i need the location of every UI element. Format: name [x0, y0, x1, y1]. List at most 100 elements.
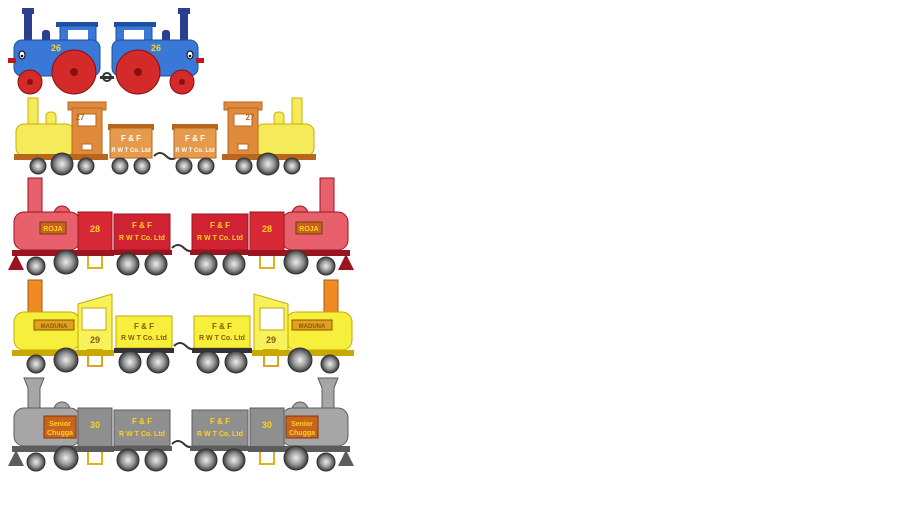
engine-number: 26 — [151, 43, 161, 53]
car-line2: R W T Co. Ltd — [197, 431, 243, 438]
engine-27-left: 27 — [14, 97, 108, 176]
boiler — [13, 311, 81, 351]
boiler — [285, 311, 353, 351]
boiler — [15, 123, 75, 157]
freight-car-29-right: F & F R W T Co. Ltd — [192, 315, 252, 374]
car-line1: F & F — [134, 322, 154, 331]
smokestack — [180, 14, 188, 40]
wheel — [175, 157, 193, 175]
car-line2: R W T Co. Ltd — [197, 235, 243, 242]
car-body — [191, 409, 249, 447]
car-body — [193, 315, 251, 349]
nameplate-text: MADUNA — [299, 324, 326, 330]
wheel — [283, 157, 301, 175]
car-line1: F & F — [132, 417, 152, 426]
freight-car-29-left: F & F R W T Co. Ltd — [114, 315, 174, 374]
nameplate-text: MADUNA — [41, 324, 68, 330]
smokestack — [27, 279, 43, 315]
face-pupil — [188, 54, 192, 58]
wheel-hub — [70, 68, 78, 76]
car-body — [109, 127, 153, 159]
blue-engine-right — [111, 8, 204, 95]
wheel — [53, 249, 79, 275]
nameplate-text: ROJA — [299, 226, 318, 233]
engine-number: 30 — [262, 420, 272, 430]
wheel — [118, 350, 142, 374]
nameplate — [285, 415, 319, 439]
buffer-beam — [196, 58, 204, 63]
wheel — [194, 448, 218, 472]
wheel — [287, 347, 313, 373]
cab-plate — [237, 143, 249, 151]
engine-28-left: ROJA 28 — [8, 177, 114, 276]
wheel — [197, 157, 215, 175]
car-line2: R W T Co. Ltd — [121, 335, 167, 342]
nameplate — [43, 415, 77, 439]
car-line2: R W T Co. Ltd — [119, 431, 165, 438]
car-line1: F & F — [121, 134, 141, 143]
smokestack — [24, 14, 32, 40]
frame — [112, 446, 172, 451]
car-line2: R W T Co. Ltd — [111, 148, 151, 154]
frame — [114, 348, 174, 353]
buffer-beam — [8, 58, 16, 63]
freight-car-28-left: F & F R W T Co. Ltd — [112, 213, 172, 276]
cowcatcher — [8, 450, 24, 466]
freight-car-30-left: F & F R W T Co. Ltd — [112, 409, 172, 472]
car-roof — [172, 124, 218, 130]
engine-number: 29 — [90, 335, 100, 345]
car-body — [113, 409, 171, 447]
car-body — [115, 315, 173, 349]
frame — [190, 446, 250, 451]
wheel — [316, 256, 336, 276]
car-line2: R W T Co. Ltd — [175, 148, 215, 154]
cab-window — [77, 113, 97, 127]
nameplate-line1: Senior — [49, 421, 71, 428]
train-row-28: ROJA 28 F & F R W T Co. Ltd F & F R W T … — [8, 177, 354, 276]
wheel — [29, 157, 47, 175]
nameplate-line1: Senior — [291, 421, 313, 428]
freight-car-27-right: F & F R W T Co. Ltd — [172, 124, 218, 175]
wheel — [133, 157, 151, 175]
engine-30-left: Senior Chugga 30 — [8, 377, 114, 472]
engine-30-right — [248, 377, 354, 472]
cowcatcher — [8, 254, 24, 270]
wheel — [196, 350, 220, 374]
wheel — [283, 445, 309, 471]
cowcatcher — [338, 254, 354, 270]
frame — [112, 250, 172, 255]
wheel — [111, 157, 129, 175]
cab-window — [259, 307, 285, 331]
car-body — [191, 213, 249, 251]
wheel — [116, 448, 140, 472]
wheel — [224, 350, 248, 374]
wheel — [146, 350, 170, 374]
wheel — [235, 157, 253, 175]
coupling — [100, 72, 114, 82]
engine-number: 26 — [51, 43, 61, 53]
engine-29-right — [252, 279, 354, 374]
wheel — [222, 252, 246, 276]
nameplate — [291, 319, 333, 331]
steam-dome — [162, 30, 170, 42]
car-line1: F & F — [132, 221, 152, 230]
smokestack — [27, 97, 39, 127]
wheel — [256, 152, 280, 176]
engine-28-right — [248, 177, 354, 276]
car-line2: R W T Co. Ltd — [199, 335, 245, 342]
cowcatcher — [338, 450, 354, 466]
car-line1: F & F — [212, 322, 232, 331]
cab-window — [81, 307, 107, 331]
wheel — [144, 252, 168, 276]
wheel-hub — [179, 79, 185, 85]
engine-number: 28 — [262, 224, 272, 234]
car-roof — [108, 124, 154, 130]
wheel — [53, 347, 79, 373]
wheel — [320, 354, 340, 374]
frame — [190, 250, 250, 255]
wheel — [144, 448, 168, 472]
freight-car-27-left: F & F R W T Co. Ltd — [108, 124, 154, 175]
car-body — [173, 127, 217, 159]
train-row-26: 26 26 — [8, 8, 204, 95]
